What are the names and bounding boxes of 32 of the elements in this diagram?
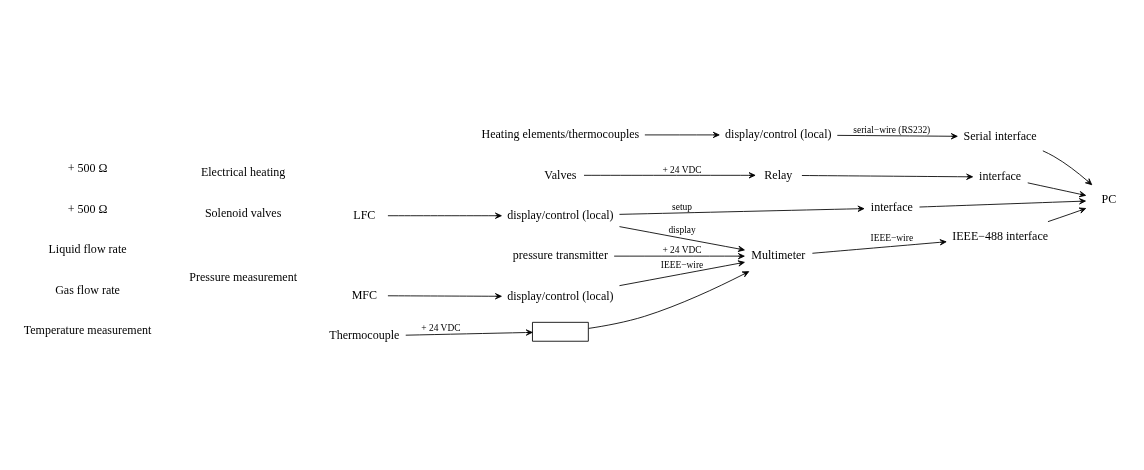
node-text: interface <box>870 199 913 214</box>
label: Solenoid valves <box>204 205 282 220</box>
label: + 500 Ω <box>67 160 108 175</box>
node-text: Heating elements/thermocouples <box>481 126 640 141</box>
node-text: Thermocouple <box>329 327 400 342</box>
label: Pressure measurement <box>189 269 298 284</box>
edge-label: serial−wire (RS232) <box>853 124 931 135</box>
node-text: PC <box>1101 191 1117 206</box>
node-text: interface <box>979 168 1022 183</box>
label: Gas flow rate <box>55 282 120 297</box>
edge-label: + 24 VDC <box>421 322 461 333</box>
node-text: Serial interface <box>963 128 1037 143</box>
node-text: Relay <box>764 167 793 181</box>
node-text: Multimeter <box>751 247 806 262</box>
node-text: MFC <box>351 287 378 302</box>
node-text: display/control (local) <box>725 126 832 141</box>
node-text: IEEE−488 interface <box>952 228 1049 243</box>
label: Liquid flow rate <box>48 241 127 256</box>
label: Electrical heating <box>200 164 286 179</box>
node-text: LFC <box>353 207 376 222</box>
edge-label: IEEE−wire <box>870 232 914 243</box>
node-text: pressure transmitter <box>512 247 608 262</box>
edge-label: display <box>668 224 696 235</box>
edge-label: IEEE−wire <box>660 259 704 270</box>
edge-label: + 24 VDC <box>662 244 702 255</box>
edge-label: setup <box>672 201 692 212</box>
label: + 500 Ω <box>67 201 108 216</box>
node-text: display/control (local) <box>507 288 614 303</box>
edge-label: + 24 VDC <box>662 164 702 175</box>
label: Temperature measurement <box>23 322 152 337</box>
node-text: Valves <box>544 167 577 181</box>
node-text: display/control (local) <box>507 207 614 222</box>
